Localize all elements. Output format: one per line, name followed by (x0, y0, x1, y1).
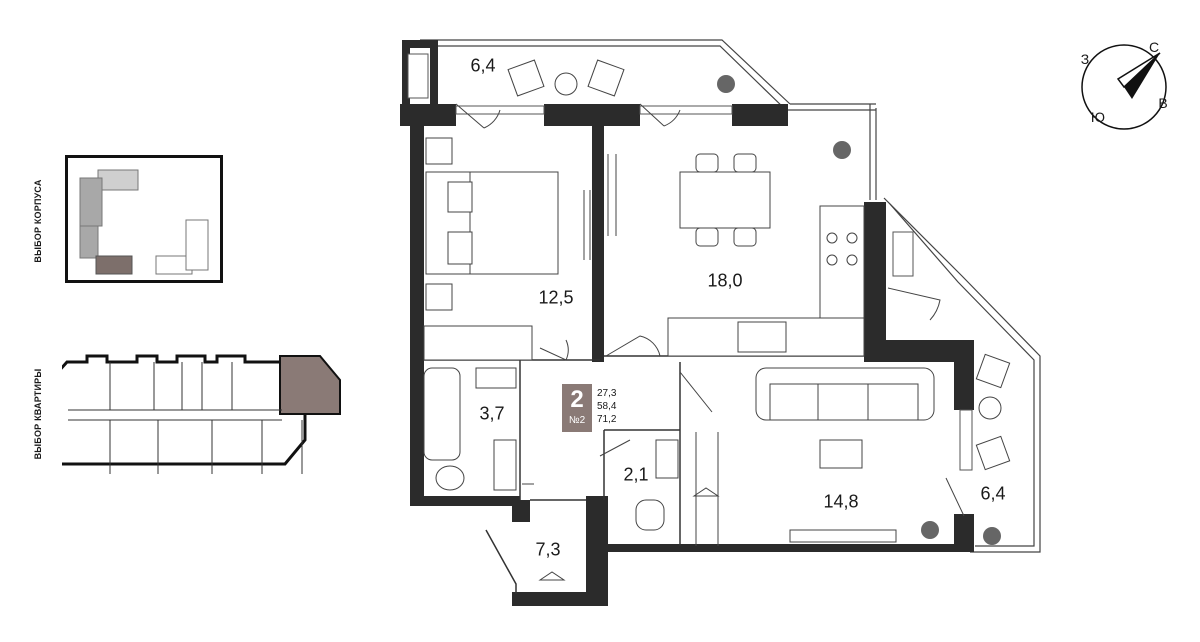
area-bathroom: 3,7 (479, 403, 505, 424)
apartment-floor-selector[interactable] (32, 350, 362, 480)
apartment-areas: 27,3 58,4 71,2 (597, 387, 616, 426)
apartment-select-label: ВЫБОР КВАРТИРЫ (33, 368, 43, 460)
building-block-e[interactable] (185, 219, 209, 271)
doors (455, 103, 965, 517)
building-block-c[interactable] (79, 225, 99, 259)
bed (423, 137, 591, 361)
plants (717, 75, 1001, 545)
floor-plan (400, 39, 1041, 606)
area-living-total: 27,3 (597, 388, 617, 399)
area-hall: 7,3 (535, 539, 561, 560)
area-total: 71,2 (597, 414, 617, 425)
compass-west: З (1080, 51, 1090, 67)
balcony-right (786, 103, 1041, 553)
wc-fixtures (635, 439, 679, 531)
floor-map (32, 354, 341, 474)
area-useful-total: 58,4 (597, 401, 617, 412)
area-wc: 2,1 (623, 464, 649, 485)
area-bedroom: 12,5 (538, 287, 574, 308)
apartment-selected[interactable] (279, 355, 341, 415)
apartment-room-count: 2 (570, 386, 584, 413)
building-block-d[interactable] (155, 255, 193, 275)
area-living: 14,8 (823, 491, 859, 512)
walls (400, 40, 974, 606)
building-map (79, 169, 209, 275)
bathroom-fixtures (423, 367, 517, 491)
balcony-furniture (507, 59, 1011, 471)
compass-east: В (1158, 95, 1168, 111)
area-balcony-right: 6,4 (980, 483, 1006, 504)
kitchen (607, 153, 865, 357)
area-balcony-top: 6,4 (470, 55, 496, 76)
compass-south: Ю (1090, 109, 1106, 125)
apartment-badge: 2 №2 27,3 58,4 71,2 (562, 384, 630, 432)
balcony-top (420, 39, 791, 111)
apartment-rooms-box: 2 №2 (562, 384, 592, 432)
compass-icon (1081, 44, 1167, 130)
hall-fixtures (522, 483, 720, 581)
building-selector[interactable] (65, 155, 223, 283)
compass-north: С (1148, 39, 1160, 55)
building-select-label: ВЫБОР КОРПУСА (33, 179, 43, 263)
apartment-number: №2 (568, 415, 586, 426)
area-kitchen: 18,0 (707, 270, 743, 291)
living-furniture (695, 367, 935, 546)
building-block-a[interactable] (97, 169, 139, 191)
building-block-b[interactable] (79, 177, 103, 227)
building-block-selected[interactable] (95, 255, 133, 275)
compass: С З В Ю (1072, 35, 1177, 140)
